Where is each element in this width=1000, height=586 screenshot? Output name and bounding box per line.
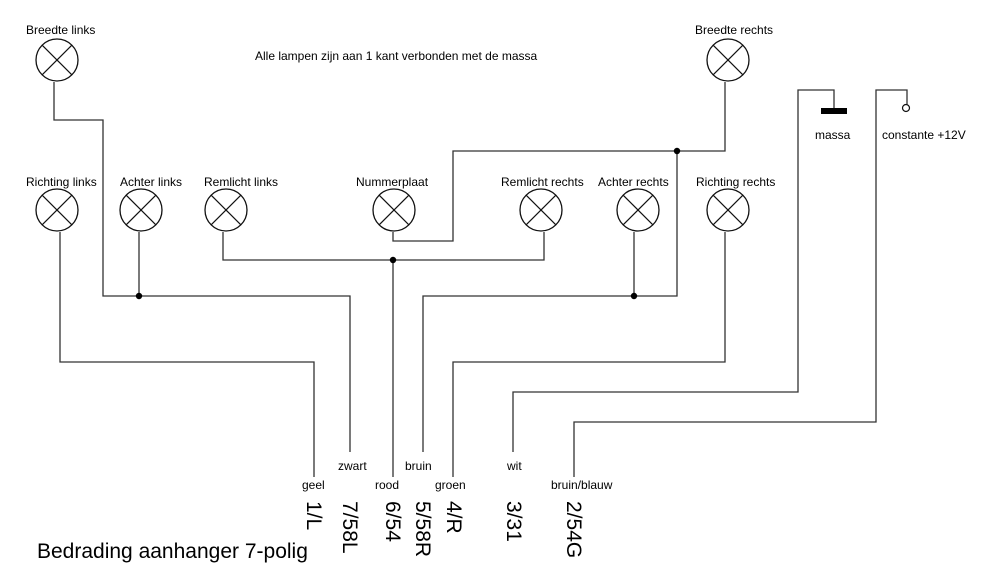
wire-bruin <box>422 151 678 452</box>
wire-label-groen: groen <box>435 478 466 492</box>
lamp-label: Remlicht links <box>204 175 278 189</box>
diagram-note: Alle lampen zijn aan 1 kant verbonden me… <box>255 49 537 63</box>
wire-nummerplaat <box>392 82 726 242</box>
junction-dot <box>673 147 681 155</box>
wire-label-geel: geel <box>302 478 325 492</box>
pin-label-2: 2/54G <box>562 501 585 558</box>
pin-label-7: 7/58L <box>338 501 361 554</box>
pin-label-4: 4/R <box>442 501 465 534</box>
pin-label-6: 6/54 <box>381 501 404 542</box>
lamp-breedte-links: Breedte links <box>26 23 95 82</box>
lamp-cross <box>125 194 157 226</box>
lamp-remlicht-links: Remlicht links <box>204 175 278 232</box>
supply-label: constante +12V <box>882 128 966 142</box>
wire-groen <box>452 232 726 477</box>
lamp-cross <box>41 44 73 76</box>
pin-label-1: 1/L <box>302 501 325 530</box>
lamp-label: Achter rechts <box>598 175 669 189</box>
lamp-cross <box>525 194 557 226</box>
wire-label-bruin-blauw: bruin/blauw <box>551 478 613 492</box>
lamp-nummerplaat: Nummerplaat <box>356 175 429 232</box>
junctions <box>135 147 681 300</box>
ground-symbol-icon <box>821 108 847 114</box>
lamp-remlicht-rechts: Remlicht rechts <box>501 175 584 232</box>
terminal-circle-icon <box>901 103 911 113</box>
wire-bruin-blauw <box>573 89 908 477</box>
lamp-label: Achter links <box>120 175 182 189</box>
wire-geel <box>59 232 315 477</box>
wire-label-wit: wit <box>506 459 522 473</box>
wire-zwart <box>53 82 351 452</box>
diagram-title: Bedrading aanhanger 7-polig <box>37 540 308 563</box>
lamp-richting-rechts: Richting rechts <box>696 175 775 232</box>
wire-label-bruin: bruin <box>405 459 432 473</box>
wire-remlicht-bus <box>222 232 545 261</box>
lamp-label: Breedte links <box>26 23 95 37</box>
lamp-label: Richting rechts <box>696 175 775 189</box>
lamp-cross <box>712 44 744 76</box>
lamp-achter-links: Achter links <box>119 175 182 232</box>
lamp-richting-links: Richting links <box>26 175 97 232</box>
lamp-cross <box>210 194 242 226</box>
wire-label-zwart: zwart <box>338 459 367 473</box>
wire-wit <box>512 89 835 452</box>
lamp-breedte-rechts: Breedte rechts <box>695 23 773 82</box>
wires <box>53 82 908 477</box>
lamp-label: Breedte rechts <box>695 23 773 37</box>
pin-label-5: 5/58R <box>411 501 434 557</box>
lamp-cross <box>622 194 654 226</box>
lamp-cross <box>712 194 744 226</box>
pin-label-3: 3/31 <box>502 501 525 542</box>
ground-label: massa <box>815 128 851 142</box>
lamp-label: Richting links <box>26 175 97 189</box>
lamp-label: Nummerplaat <box>356 175 429 189</box>
junction-dot <box>389 256 397 264</box>
lamp-achter-rechts: Achter rechts <box>598 175 669 232</box>
junction-dot <box>135 292 143 300</box>
lamp-cross <box>41 194 73 226</box>
lamp-cross <box>378 194 410 226</box>
junction-dot <box>630 292 638 300</box>
wire-label-rood: rood <box>375 478 399 492</box>
lamp-label: Remlicht rechts <box>501 175 584 189</box>
